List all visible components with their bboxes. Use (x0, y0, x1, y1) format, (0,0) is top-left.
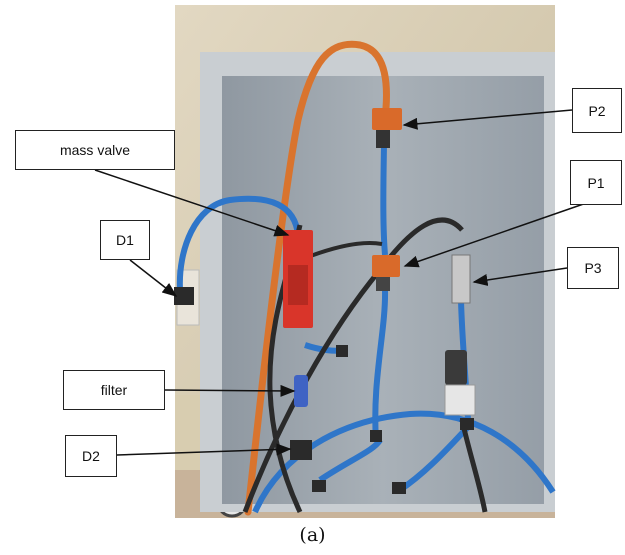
black-tube-right (459, 419, 488, 513)
d2-fitting (290, 440, 312, 460)
p2-fitting (376, 130, 390, 148)
p3-fitting (451, 254, 471, 304)
blue-tube-p2 (380, 144, 388, 256)
p2-sensor (372, 108, 402, 130)
label-p2: P2 (572, 88, 622, 133)
right-bracket (444, 384, 476, 416)
label-p1: P1 (570, 160, 622, 205)
junction-5 (460, 418, 474, 430)
blue-tube-bottom-loop (252, 410, 556, 514)
blue-tube-d1 (176, 195, 301, 291)
arrow-p3 (472, 267, 568, 286)
label-d2: D2 (65, 435, 117, 477)
junction-2 (392, 482, 406, 494)
arrow-p2 (402, 109, 573, 130)
label-p3: P3 (567, 247, 619, 289)
label-mass-valve: mass valve (15, 130, 175, 170)
arrow-d2 (116, 443, 292, 456)
arrow-filter (164, 384, 296, 397)
junction-1 (312, 480, 326, 492)
p1-fitting (376, 277, 390, 291)
arrow-p1 (403, 199, 596, 268)
filter-device (294, 375, 308, 407)
right-gauge (445, 350, 467, 385)
p1-sensor (372, 255, 400, 277)
figure-caption: (a) (299, 524, 326, 546)
junction-4 (370, 430, 382, 442)
orange-tube (244, 40, 390, 516)
label-d1: D1 (100, 220, 150, 260)
mass-valve-detail (288, 265, 308, 305)
label-filter: filter (63, 370, 165, 410)
d1-fitting (174, 287, 194, 305)
junction-3 (336, 345, 348, 357)
arrow-d1 (129, 259, 178, 297)
arrow-mass-valve (94, 169, 290, 237)
